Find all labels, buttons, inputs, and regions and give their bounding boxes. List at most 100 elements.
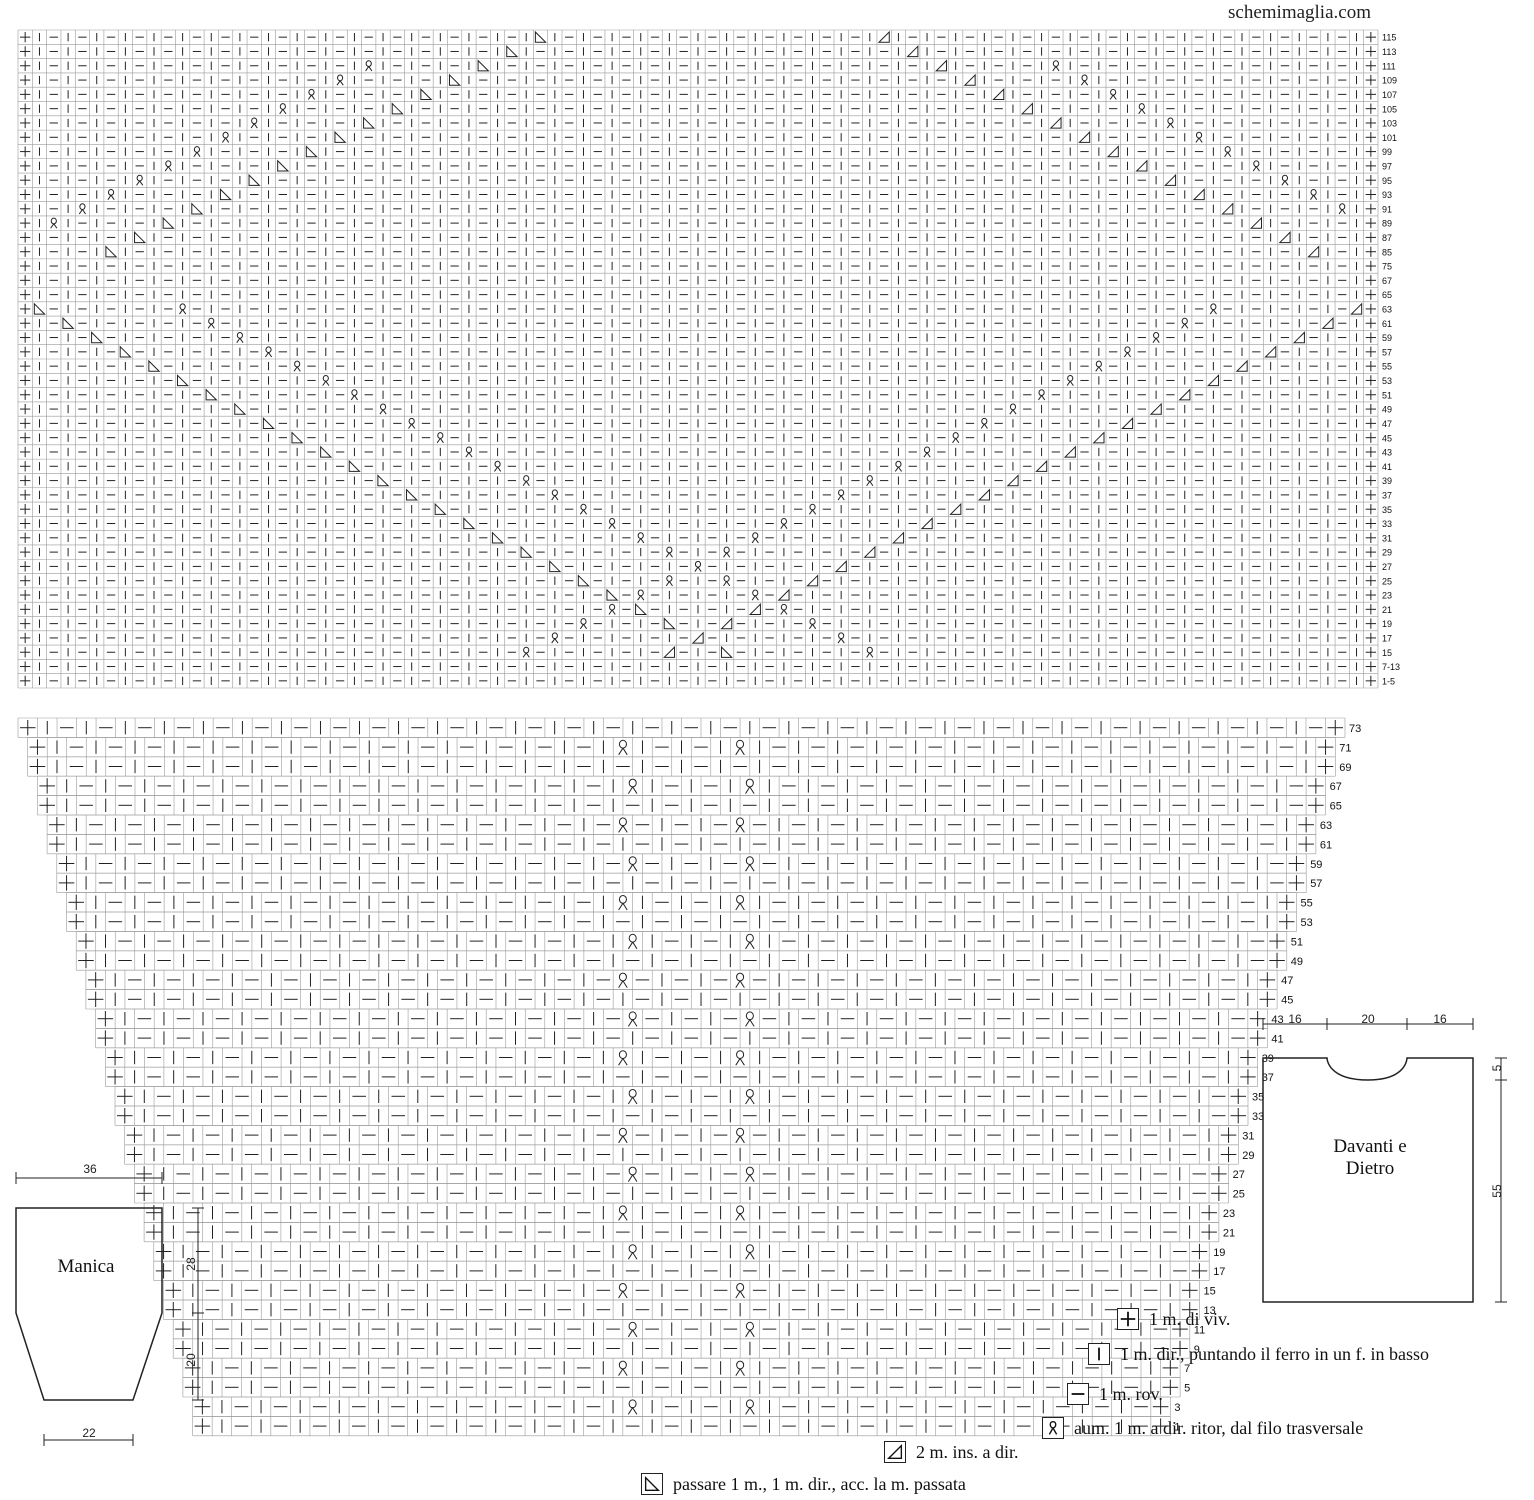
row-number: 55 [1382,362,1392,372]
row-number: 89 [1382,219,1392,229]
row-number: 43 [1382,448,1392,458]
legend-label: 1 m. rov. [1099,1383,1163,1404]
row-number: 51 [1382,390,1392,400]
row-number: 5 [1184,1383,1190,1395]
body-neck-depth: 5 [1490,1064,1504,1072]
row-number: 69 [1339,762,1351,774]
row-number: 67 [1382,276,1392,286]
row-number: 53 [1301,917,1313,929]
row-number: 23 [1382,591,1392,601]
row-number: 95 [1382,176,1392,186]
row-number: 39 [1382,476,1392,486]
row-number: 73 [1349,723,1361,735]
row-number: 67 [1330,781,1342,793]
row-number: 65 [1330,801,1342,813]
body-shoulder-right: 16 [1433,1012,1447,1026]
body-neck-width: 20 [1361,1012,1375,1026]
legend-item-purl: 1 m. rov. [1067,1380,1163,1408]
row-number: 1-5 [1382,676,1395,686]
row-number: 55 [1301,898,1313,910]
row-number: 103 [1382,119,1397,129]
body-schema [1262,1018,1507,1303]
row-number: 23 [1223,1208,1235,1220]
legend-label: aum. 1 m. a dir. ritor, dal filo trasver… [1074,1417,1364,1438]
row-number: 71 [1339,742,1351,754]
legend-item-increase: aum. 1 m. a dir. ritor, dal filo trasver… [1042,1414,1363,1442]
row-number: 19 [1382,619,1392,629]
body-label: Davanti e Dietro [1310,1136,1430,1180]
sleeve-upper-height: 28 [184,1257,198,1271]
row-number: 19 [1213,1247,1225,1259]
row-number: 75 [1382,262,1392,272]
row-number: 97 [1382,161,1392,171]
row-number: 113 [1382,47,1396,57]
row-number: 25 [1233,1189,1245,1201]
legend-item-knit-below: 1 m. dir., puntando il ferro in un f. in… [1088,1340,1429,1368]
row-number: 45 [1281,995,1293,1007]
row-number: 21 [1223,1227,1235,1239]
row-number: 35 [1382,505,1392,515]
legend-item-ssk: passare 1 m., 1 m. dir., acc. la m. pass… [641,1470,966,1498]
row-number: 49 [1382,405,1392,415]
row-number: 51 [1291,936,1303,948]
row-number: 17 [1382,634,1392,644]
legend-label: 1 m. dir., puntando il ferro in un f. in… [1120,1343,1429,1364]
knit-below-bar-icon [1088,1343,1110,1365]
row-number: 87 [1382,233,1392,243]
body-label-line1: Davanti e [1333,1136,1407,1157]
row-number: 7-13 [1382,662,1400,672]
ssk-left-icon [641,1473,663,1495]
row-number: 15 [1204,1286,1216,1298]
row-number: 53 [1382,376,1392,386]
row-number: 91 [1382,204,1392,214]
body-length: 55 [1490,1184,1504,1198]
row-number: 107 [1382,90,1397,100]
sleeve-lower-height: 20 [184,1353,198,1367]
sleeve-cuff-width: 22 [82,1426,96,1440]
row-number: 27 [1382,562,1392,572]
selvage-plus-icon [1117,1308,1139,1330]
row-number: 47 [1382,419,1392,429]
sleeve-top-width: 36 [83,1162,97,1176]
row-number: 49 [1291,956,1303,968]
row-number: 41 [1382,462,1392,472]
purl-dash-icon [1067,1383,1089,1405]
row-number: 29 [1242,1150,1254,1162]
sleeve-schema [15,1172,204,1446]
row-number: 31 [1242,1130,1254,1142]
top-chart-symbols [20,30,1376,686]
legend-label: passare 1 m., 1 m. dir., acc. la m. pass… [673,1473,966,1494]
body-shoulder-left: 16 [1288,1012,1302,1026]
row-number: 47 [1281,975,1293,987]
stitch-chart-top: 1151131111091071051031019997959391898785… [17,29,1400,689]
increase-twist-icon [1042,1417,1064,1439]
row-number: 59 [1310,859,1322,871]
row-number: 63 [1382,305,1392,315]
row-number: 105 [1382,104,1397,114]
row-number: 109 [1382,76,1397,86]
row-number: 57 [1382,347,1392,357]
top-chart-row-numbers: 1151131111091071051031019997959391898785… [1382,33,1400,687]
row-number: 37 [1382,490,1392,500]
top-chart-grid [17,29,1379,689]
legend-item-k2tog: 2 m. ins. a dir. [884,1438,1019,1466]
row-number: 29 [1382,548,1392,558]
legend-item-selvage: 1 m. di viv. [1117,1305,1230,1333]
row-number: 111 [1382,61,1396,71]
row-number: 99 [1382,147,1392,157]
legend-label: 2 m. ins. a dir. [916,1441,1019,1462]
row-number: 57 [1310,878,1322,890]
row-number: 61 [1320,839,1332,851]
row-number: 17 [1213,1266,1225,1278]
site-watermark: schemimaglia.com [1228,2,1371,23]
row-number: 45 [1382,433,1392,443]
k2tog-right-icon [884,1441,906,1463]
row-number: 31 [1382,533,1392,543]
sleeve-label: Manica [57,1256,115,1277]
row-number: 33 [1382,519,1392,529]
row-number: 3 [1174,1402,1180,1414]
row-number: 61 [1382,319,1392,329]
row-number: 27 [1233,1169,1245,1181]
body-label-line2: Dietro [1345,1158,1395,1179]
